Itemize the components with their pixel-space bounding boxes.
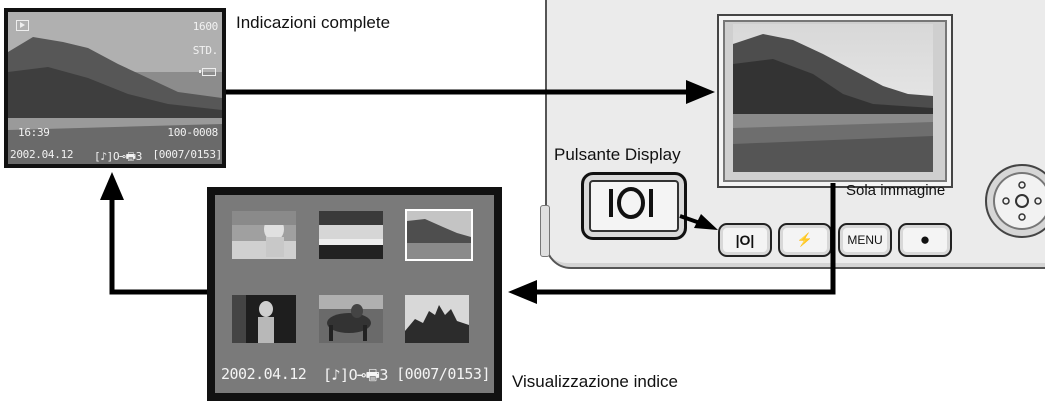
label-display-button: Pulsante Display (554, 145, 681, 164)
label-index-view: Visualizzazione indice (512, 372, 679, 391)
thumbnail[interactable] (232, 211, 296, 259)
arrowhead-full-to-image (686, 80, 715, 104)
resolution-readout: 1600 (192, 20, 219, 33)
full-info-photo (8, 12, 222, 164)
controller-dial[interactable] (985, 164, 1045, 238)
arrowhead-index-to-full (100, 172, 124, 200)
thumbnail[interactable] (232, 295, 296, 343)
battery-icon (199, 68, 216, 76)
arrowhead-callout-to-button (694, 214, 718, 230)
display-button-symbol: |O| (735, 232, 755, 248)
index-frame-counter: [0007/0153] (396, 365, 490, 383)
playback-icon (16, 20, 29, 31)
time-readout: 16:39 (18, 126, 50, 139)
label-image-only: Sola immagine (846, 182, 946, 199)
arrow-image-to-index (535, 183, 836, 295)
index-date-readout: 2002.04.12 (221, 365, 307, 383)
camera-lcd-image (733, 24, 933, 172)
arrow-callout-to-button (679, 214, 701, 225)
record-icon: ● (919, 230, 931, 249)
flash-icon: ⚡ (796, 232, 814, 247)
thumbnail-selected[interactable] (405, 209, 473, 261)
index-lcd-inner: 2002.04.12 [♪]O⊸🖶3 [0007/0153] (215, 195, 494, 393)
thumbnail[interactable] (405, 295, 469, 343)
flash-button[interactable]: ⚡ (778, 223, 832, 257)
display-button[interactable]: |O| (718, 223, 772, 257)
display-button-callout (581, 172, 687, 240)
date-readout: 2002.04.12 (10, 148, 74, 161)
thumbnail[interactable] (319, 295, 383, 343)
menu-button-label: MENU (847, 233, 883, 247)
label-full-info: Indicazioni complete (236, 13, 391, 32)
status-icons: [♪]O⊸🖶3 (94, 150, 143, 163)
full-info-lcd: 1600 STD. 16:39 100-0008 2002.04.12 [♪]O… (4, 8, 226, 168)
frame-counter: [0007/0153] (152, 148, 222, 161)
index-lcd: 2002.04.12 [♪]O⊸🖶3 [0007/0153] (207, 187, 502, 401)
thumbnail[interactable] (319, 211, 383, 259)
arrow-index-to-full (109, 198, 207, 295)
index-status-icons: [♪]O⊸🖶3 (323, 366, 388, 384)
menu-button[interactable]: MENU (838, 223, 892, 257)
camera-body-ridge (540, 205, 550, 257)
quality-readout: STD. (192, 44, 219, 57)
record-button[interactable]: ● (898, 223, 952, 257)
file-number-readout: 100-0008 (167, 126, 218, 139)
arrowhead-image-to-index (508, 280, 537, 304)
